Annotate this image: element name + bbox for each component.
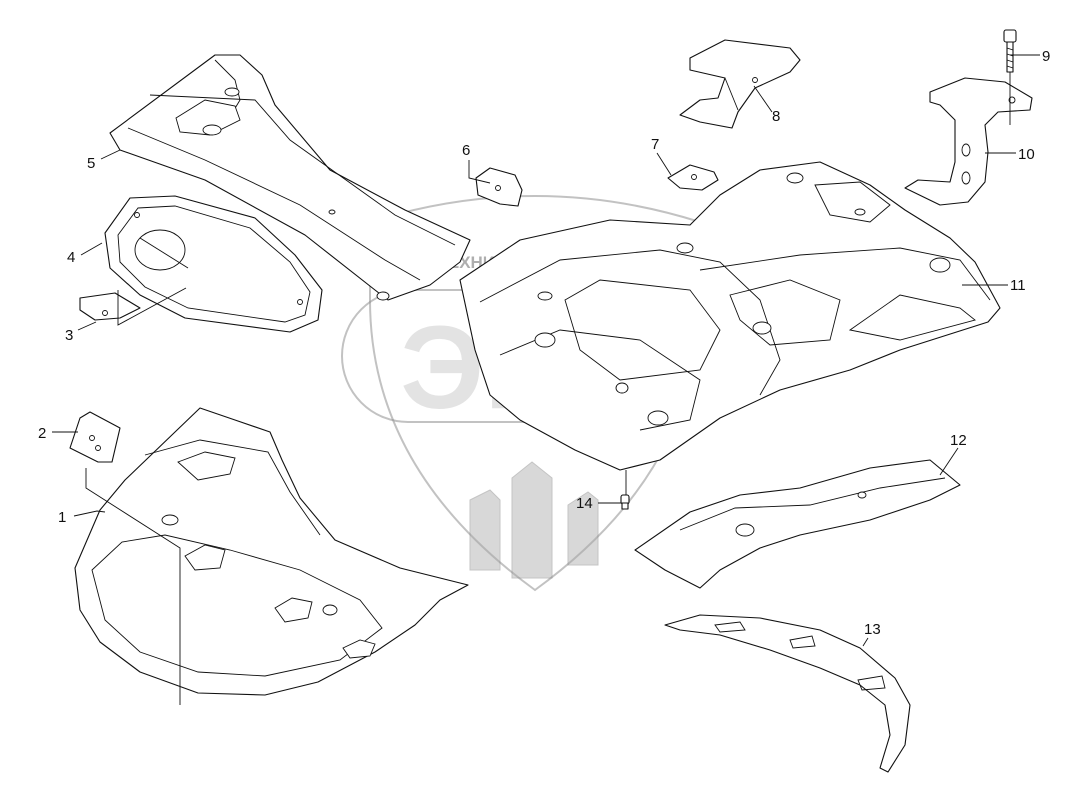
- callout-12: 12: [950, 432, 967, 449]
- callout-13: 13: [864, 621, 881, 638]
- part-3-bracket: [79, 292, 141, 321]
- callout-5: 5: [87, 155, 95, 172]
- callout-4: 4: [67, 249, 75, 266]
- part-10-bracket: [904, 77, 1033, 206]
- callout-8: 8: [772, 108, 780, 125]
- callout-7: 7: [651, 136, 659, 153]
- callout-1: 1: [58, 509, 66, 526]
- callout-11: 11: [1010, 277, 1026, 294]
- leader-lines: [52, 54, 1040, 705]
- part-14-bolt: [620, 494, 630, 510]
- part-11-underbody-shield: [459, 161, 1001, 471]
- part-8-bracket: [679, 39, 801, 129]
- callout-6: 6: [462, 142, 470, 159]
- part-5-front-beam: [109, 54, 471, 301]
- callout-14: 14: [576, 495, 593, 512]
- part-1-skid-plate: [74, 407, 469, 696]
- part-12-side-strip: [634, 459, 961, 589]
- part-2-bracket: [69, 411, 121, 463]
- callout-labels: 1 2 3 4 5 6 7 8 9 10 11 12 13 14: [38, 48, 1050, 638]
- part-9-bolt: [1003, 29, 1017, 73]
- callout-2: 2: [38, 425, 46, 442]
- callout-3: 3: [65, 327, 73, 344]
- watermark-buildings-icon: [469, 461, 599, 579]
- part-7-clip: [667, 164, 719, 191]
- part-13-curved-trim: [664, 614, 911, 773]
- callout-9: 9: [1042, 48, 1050, 65]
- part-4-tray-plate: [104, 195, 323, 333]
- part-6-clip: [475, 167, 523, 207]
- callout-10: 10: [1018, 146, 1035, 163]
